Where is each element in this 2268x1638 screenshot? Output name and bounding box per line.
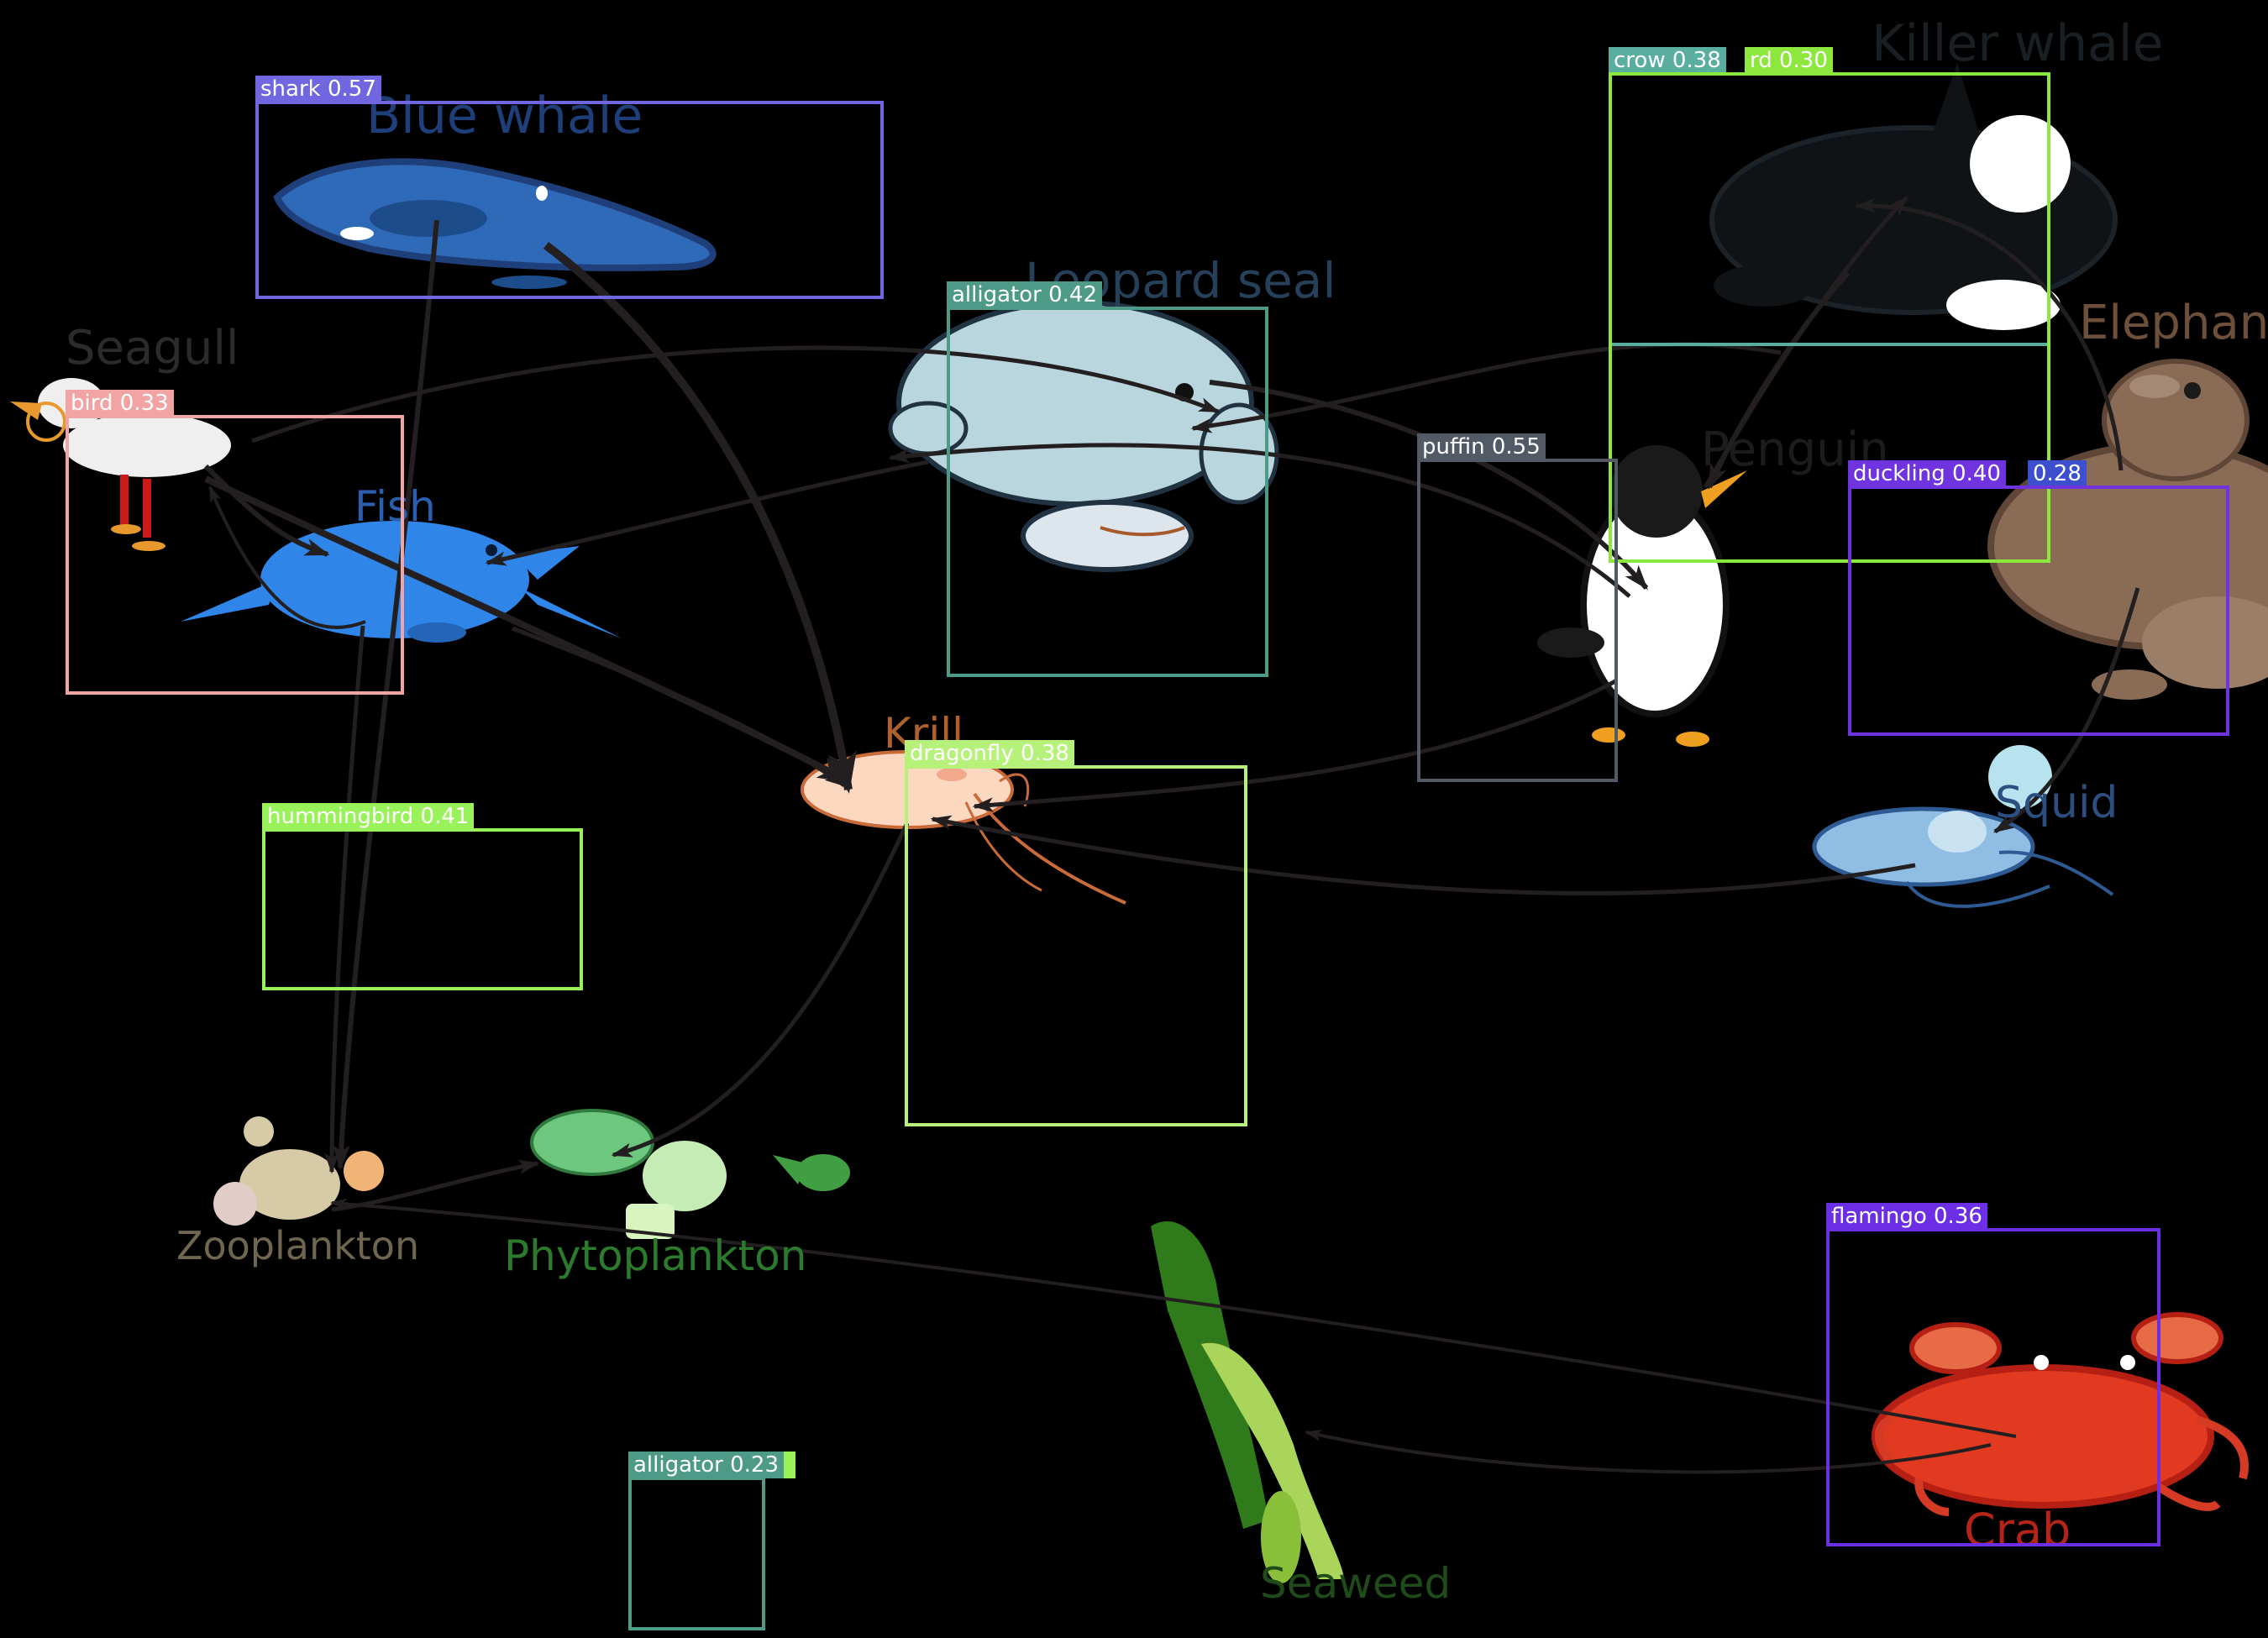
detection-tag-bird-rd: rd 0.30 [1745,47,1833,74]
label-killer-whale: Killer whale [1872,14,2164,73]
arrow-krill-phytoplankton [611,822,910,1158]
detection-box-alligator-bottom: alligator 0.23 [628,1452,795,1630]
label-seagull: Seagull [66,321,239,375]
arrow-crab-zooplankton [330,1198,2017,1438]
detection-tag-crow: crow 0.38 [1609,47,1726,74]
seaweed-icon [1151,1221,1344,1583]
arrow-squid-krill [930,815,1916,896]
detection-tag-flamingo: flamingo 0.36 [1826,1203,1987,1230]
food-web-arrows [203,196,2140,1474]
detection-tag-alligator-bottom: alligator 0.23 [628,1452,795,1478]
detection-box-duckling: duckling 0.40 [1848,460,2229,736]
detection-tag-alligator-top: alligator 0.42 [947,281,1102,308]
arrow-fish-seagull [208,486,366,629]
arrow-fish-krill [512,626,847,788]
arrow-crab-seaweed [1305,1430,1992,1474]
elephant-seal-icon [1987,359,2268,700]
detection-box-bird-rd: rd 0.30 [1609,47,2050,563]
detection-tag-duckling-second: 0.28 [2028,460,2087,487]
detection-box-puffin: puffin 0.55 [1417,433,1618,782]
penguin-icon [1537,445,1747,747]
detection-box-alligator-top: alligator 0.42 [947,281,1268,677]
arrow-bluewhale-zooplankton [332,219,439,1170]
detection-tag-bird: bird 0.33 [66,390,174,417]
detection-tag-hummingbird: hummingbird 0.41 [262,803,475,830]
label-zooplankton: Zooplankton [176,1223,420,1268]
detection-box-bird: bird 0.33 [66,390,404,695]
label-elephant-seal: Elephant [2079,296,2268,350]
detection-tag-shark: shark 0.57 [255,76,381,102]
crab-icon [1872,1312,2249,1516]
arrow-elephant-squid [1992,587,2140,834]
detection-box-flamingo: flamingo 0.36 [1826,1203,2160,1546]
arrow-penguin-krill [972,678,1619,812]
arrow-penguin-fish [888,443,1631,598]
blue-whale-icon [273,158,717,289]
arrow-leopardseal-fish [485,459,929,566]
detection-box-shark: shark 0.57 [255,76,884,299]
label-squid: Squid [1995,778,2118,828]
arrow-seagull-leopardseal [251,345,1221,444]
label-blue-whale: Blue whale [366,87,643,145]
detection-tag-duckling: duckling 0.40 [1848,460,2006,487]
label-fish: Fish [354,482,436,531]
arrow-seagull-fish [203,464,330,557]
killer-whale-icon [1709,63,2118,330]
arrow-fish-zooplankton [324,625,365,1174]
label-seaweed: Seaweed [1260,1559,1452,1608]
phytoplankton-icon [530,1109,850,1239]
detection-tag-dragonfly: dragonfly 0.38 [905,740,1074,767]
squid-icon [1812,745,2114,908]
detection-box-hummingbird: hummingbird 0.41 [262,803,583,990]
detection-tag-puffin: puffin 0.55 [1417,433,1546,460]
label-phytoplankton: Phytoplankton [504,1231,807,1280]
detection-box-dragonfly: dragonfly 0.38 [905,740,1247,1126]
arrow-penguin-killer [1703,196,1908,489]
seagull-icon [10,378,231,551]
zooplankton-icon [213,1116,384,1226]
arrow-elephant-killer [1854,197,2124,471]
